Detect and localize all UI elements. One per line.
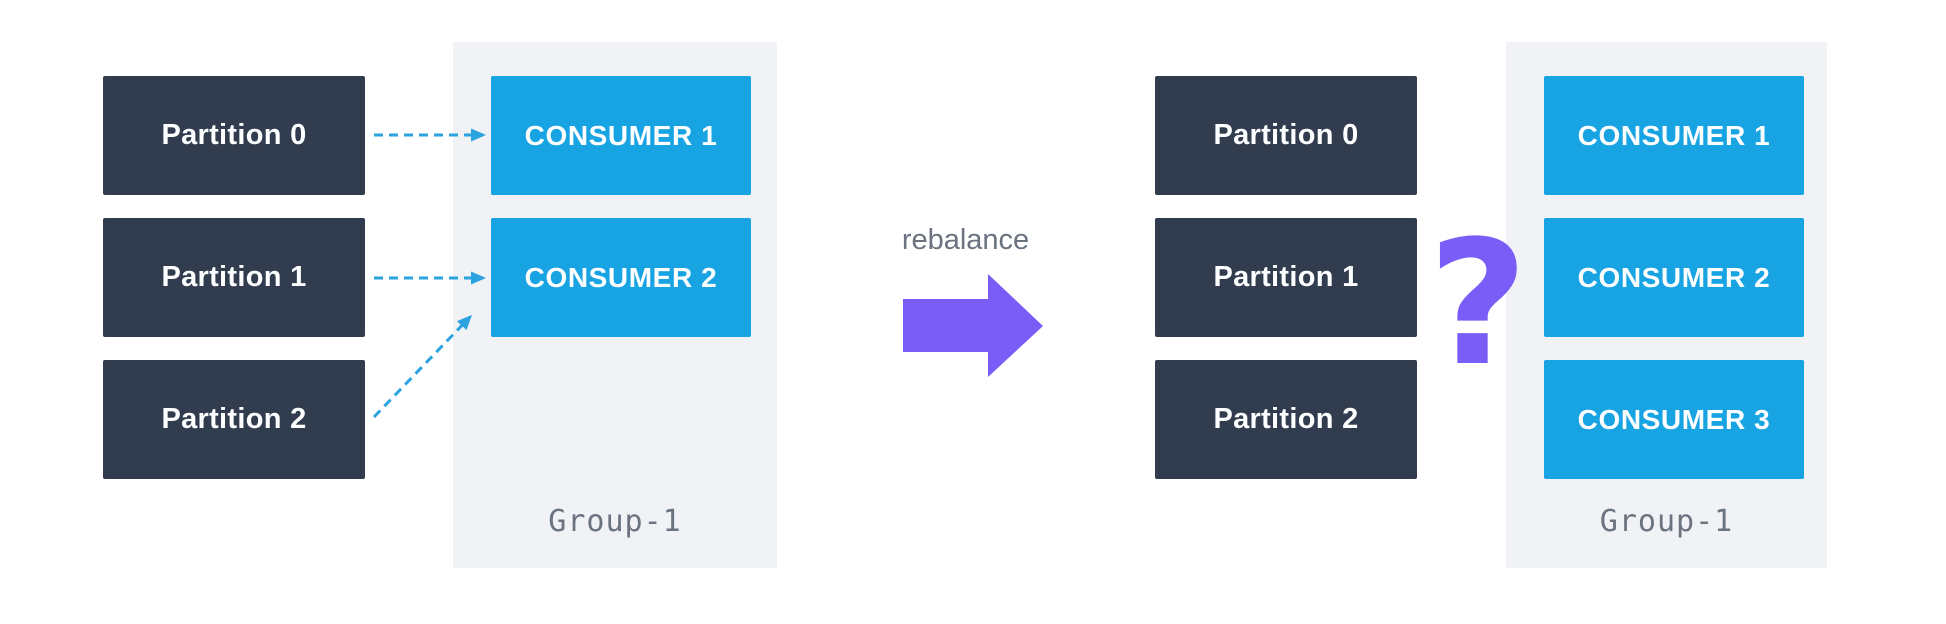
- group-label: Group-1: [1599, 504, 1734, 539]
- consumer-box: CONSUMER 3: [1544, 360, 1804, 479]
- partition-box: Partition 2: [103, 360, 365, 479]
- consumer-box: CONSUMER 1: [1544, 76, 1804, 195]
- rebalance-label: rebalance: [901, 224, 1030, 256]
- partition-box: Partition 1: [103, 218, 365, 337]
- consumer-group-panel-after: CONSUMER 1 CONSUMER 2 CONSUMER 3 Group-1: [1506, 42, 1827, 568]
- consumer-box: CONSUMER 2: [491, 218, 751, 337]
- rebalance-arrow-icon: [903, 274, 1043, 377]
- consumer-box: CONSUMER 2: [1544, 218, 1804, 337]
- question-mark-icon: ?: [1428, 203, 1528, 404]
- consumer-group-panel-before: CONSUMER 1 CONSUMER 2 Group-1: [453, 42, 777, 568]
- group-label: Group-1: [548, 504, 682, 539]
- consumer-box: CONSUMER 1: [491, 76, 751, 195]
- partition-box: Partition 2: [1155, 360, 1417, 479]
- partition-box: Partition 0: [1155, 76, 1417, 195]
- partition-box: Partition 0: [103, 76, 365, 195]
- partition-box: Partition 1: [1155, 218, 1417, 337]
